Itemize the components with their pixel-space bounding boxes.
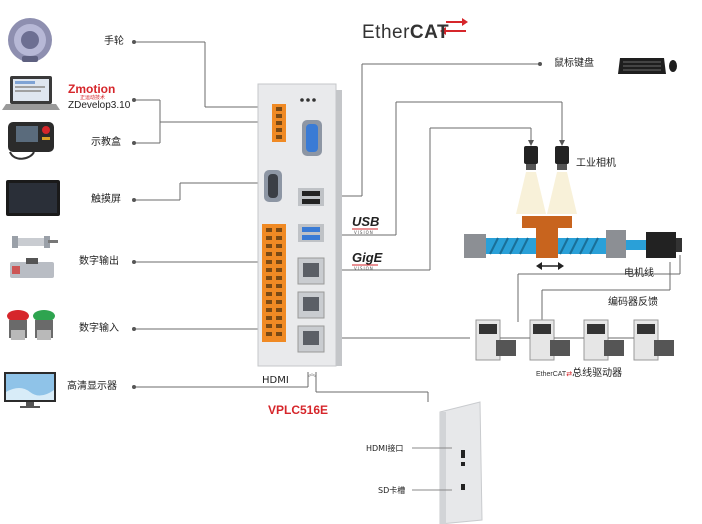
side-view-pointer-lines — [412, 447, 452, 491]
ethercat-mini-arrow-icon: ⇄ — [566, 370, 573, 378]
label-hdmi: HDMI — [262, 375, 289, 386]
keyboard-mouse-icon — [618, 58, 677, 74]
ethercat-logo: EtherCAT — [362, 22, 450, 43]
up-chevron-icon: ︽ — [308, 369, 316, 378]
servo-drives-icon — [475, 319, 674, 361]
usb-logo: USB — [352, 214, 380, 229]
label-bus-drive-suffix: 总线驱动器 — [572, 368, 623, 379]
usb-vision-sub: VISION — [354, 230, 374, 235]
teach-pendant-icon — [8, 122, 54, 160]
digital-output-device-icon — [10, 236, 58, 278]
label-digital-input: 数字输入 — [79, 323, 119, 334]
gige-vision-sub: VISION — [354, 266, 374, 271]
controller-side-view — [439, 401, 483, 524]
ethercat-arrow-icon — [440, 18, 468, 35]
push-buttons-icon — [7, 310, 55, 340]
touch-screen-icon — [6, 180, 60, 216]
link-to-side-view — [315, 372, 429, 402]
handwheel-icon — [8, 18, 52, 62]
label-handwheel: 手轮 — [104, 36, 124, 47]
label-side-hdmi-port: HDMI接口 — [366, 444, 404, 453]
gige-logo: GigE — [352, 250, 383, 265]
monitor-icon — [4, 372, 56, 408]
industrial-camera-icon — [516, 146, 577, 214]
label-hd-display: 高清显示器 — [67, 381, 117, 392]
linear-module-icon — [464, 216, 682, 270]
model-name: VPLC516E — [268, 403, 329, 417]
label-motor-cable: 电机线 — [624, 268, 654, 279]
zmotion-logo: Zmotion — [68, 82, 116, 96]
label-touch-screen: 触摸屏 — [91, 194, 121, 205]
label-side-sd-slot: SD卡槽 — [378, 486, 406, 495]
label-mouse-keyboard: 鼠标键盘 — [554, 58, 594, 69]
controller-front-view — [257, 83, 342, 367]
zdevelop-version: ZDevelop3.10 — [68, 100, 131, 111]
zmotion-subtitle: 正运动技术 — [80, 95, 106, 101]
label-bus-drive-prefix: EtherCAT — [536, 371, 567, 378]
label-bus-drive: EtherCAT⇄总线驱动器 — [536, 368, 622, 381]
label-digital-output: 数字输出 — [79, 256, 119, 267]
label-encoder-feedback: 编码器反馈 — [608, 297, 658, 308]
right-connector-lines — [330, 63, 681, 339]
laptop-icon — [2, 76, 60, 110]
label-industrial-camera: 工业相机 — [576, 158, 616, 169]
label-teach-box: 示教盒 — [91, 137, 121, 148]
left-connector-lines — [134, 41, 309, 388]
